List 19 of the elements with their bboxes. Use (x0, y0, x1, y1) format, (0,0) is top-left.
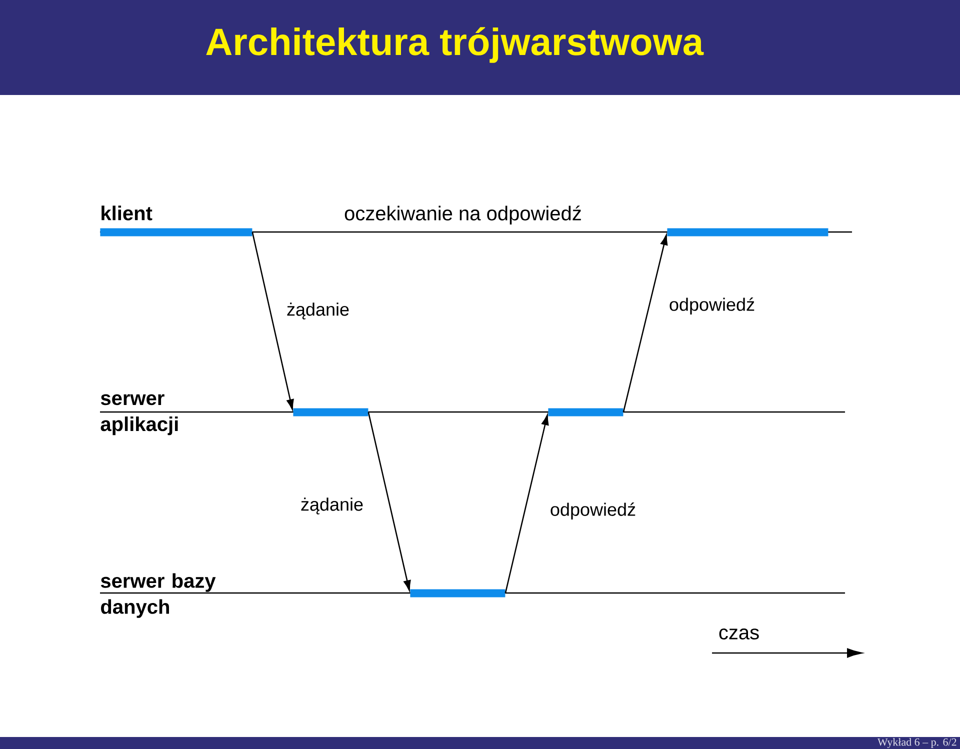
time-label: czas (719, 628, 759, 640)
activity-bar (548, 408, 624, 416)
edge-label: odpowiedź (550, 502, 636, 520)
activity-bar (667, 228, 828, 236)
lane-label: serwer aplikacji (100, 394, 178, 436)
edge-label: odpowiedź (670, 298, 754, 314)
footer-text: Wykład 6 – p. 6/2 (877, 738, 956, 748)
arrow (368, 412, 411, 591)
activity-bar (100, 228, 252, 236)
waiting-label: oczekiwanie na odpowiedź (344, 206, 581, 224)
lane-label: serwer bazy danych (100, 573, 216, 618)
activity-bar (410, 589, 506, 598)
edge-label: żądanie (287, 302, 349, 320)
arrow (252, 232, 294, 410)
title: Architektura trójwarstwowa (206, 27, 704, 63)
arrow (504, 414, 549, 594)
edge-label: żądanie (301, 498, 363, 514)
arrow (622, 234, 668, 412)
activity-bar (293, 408, 368, 416)
